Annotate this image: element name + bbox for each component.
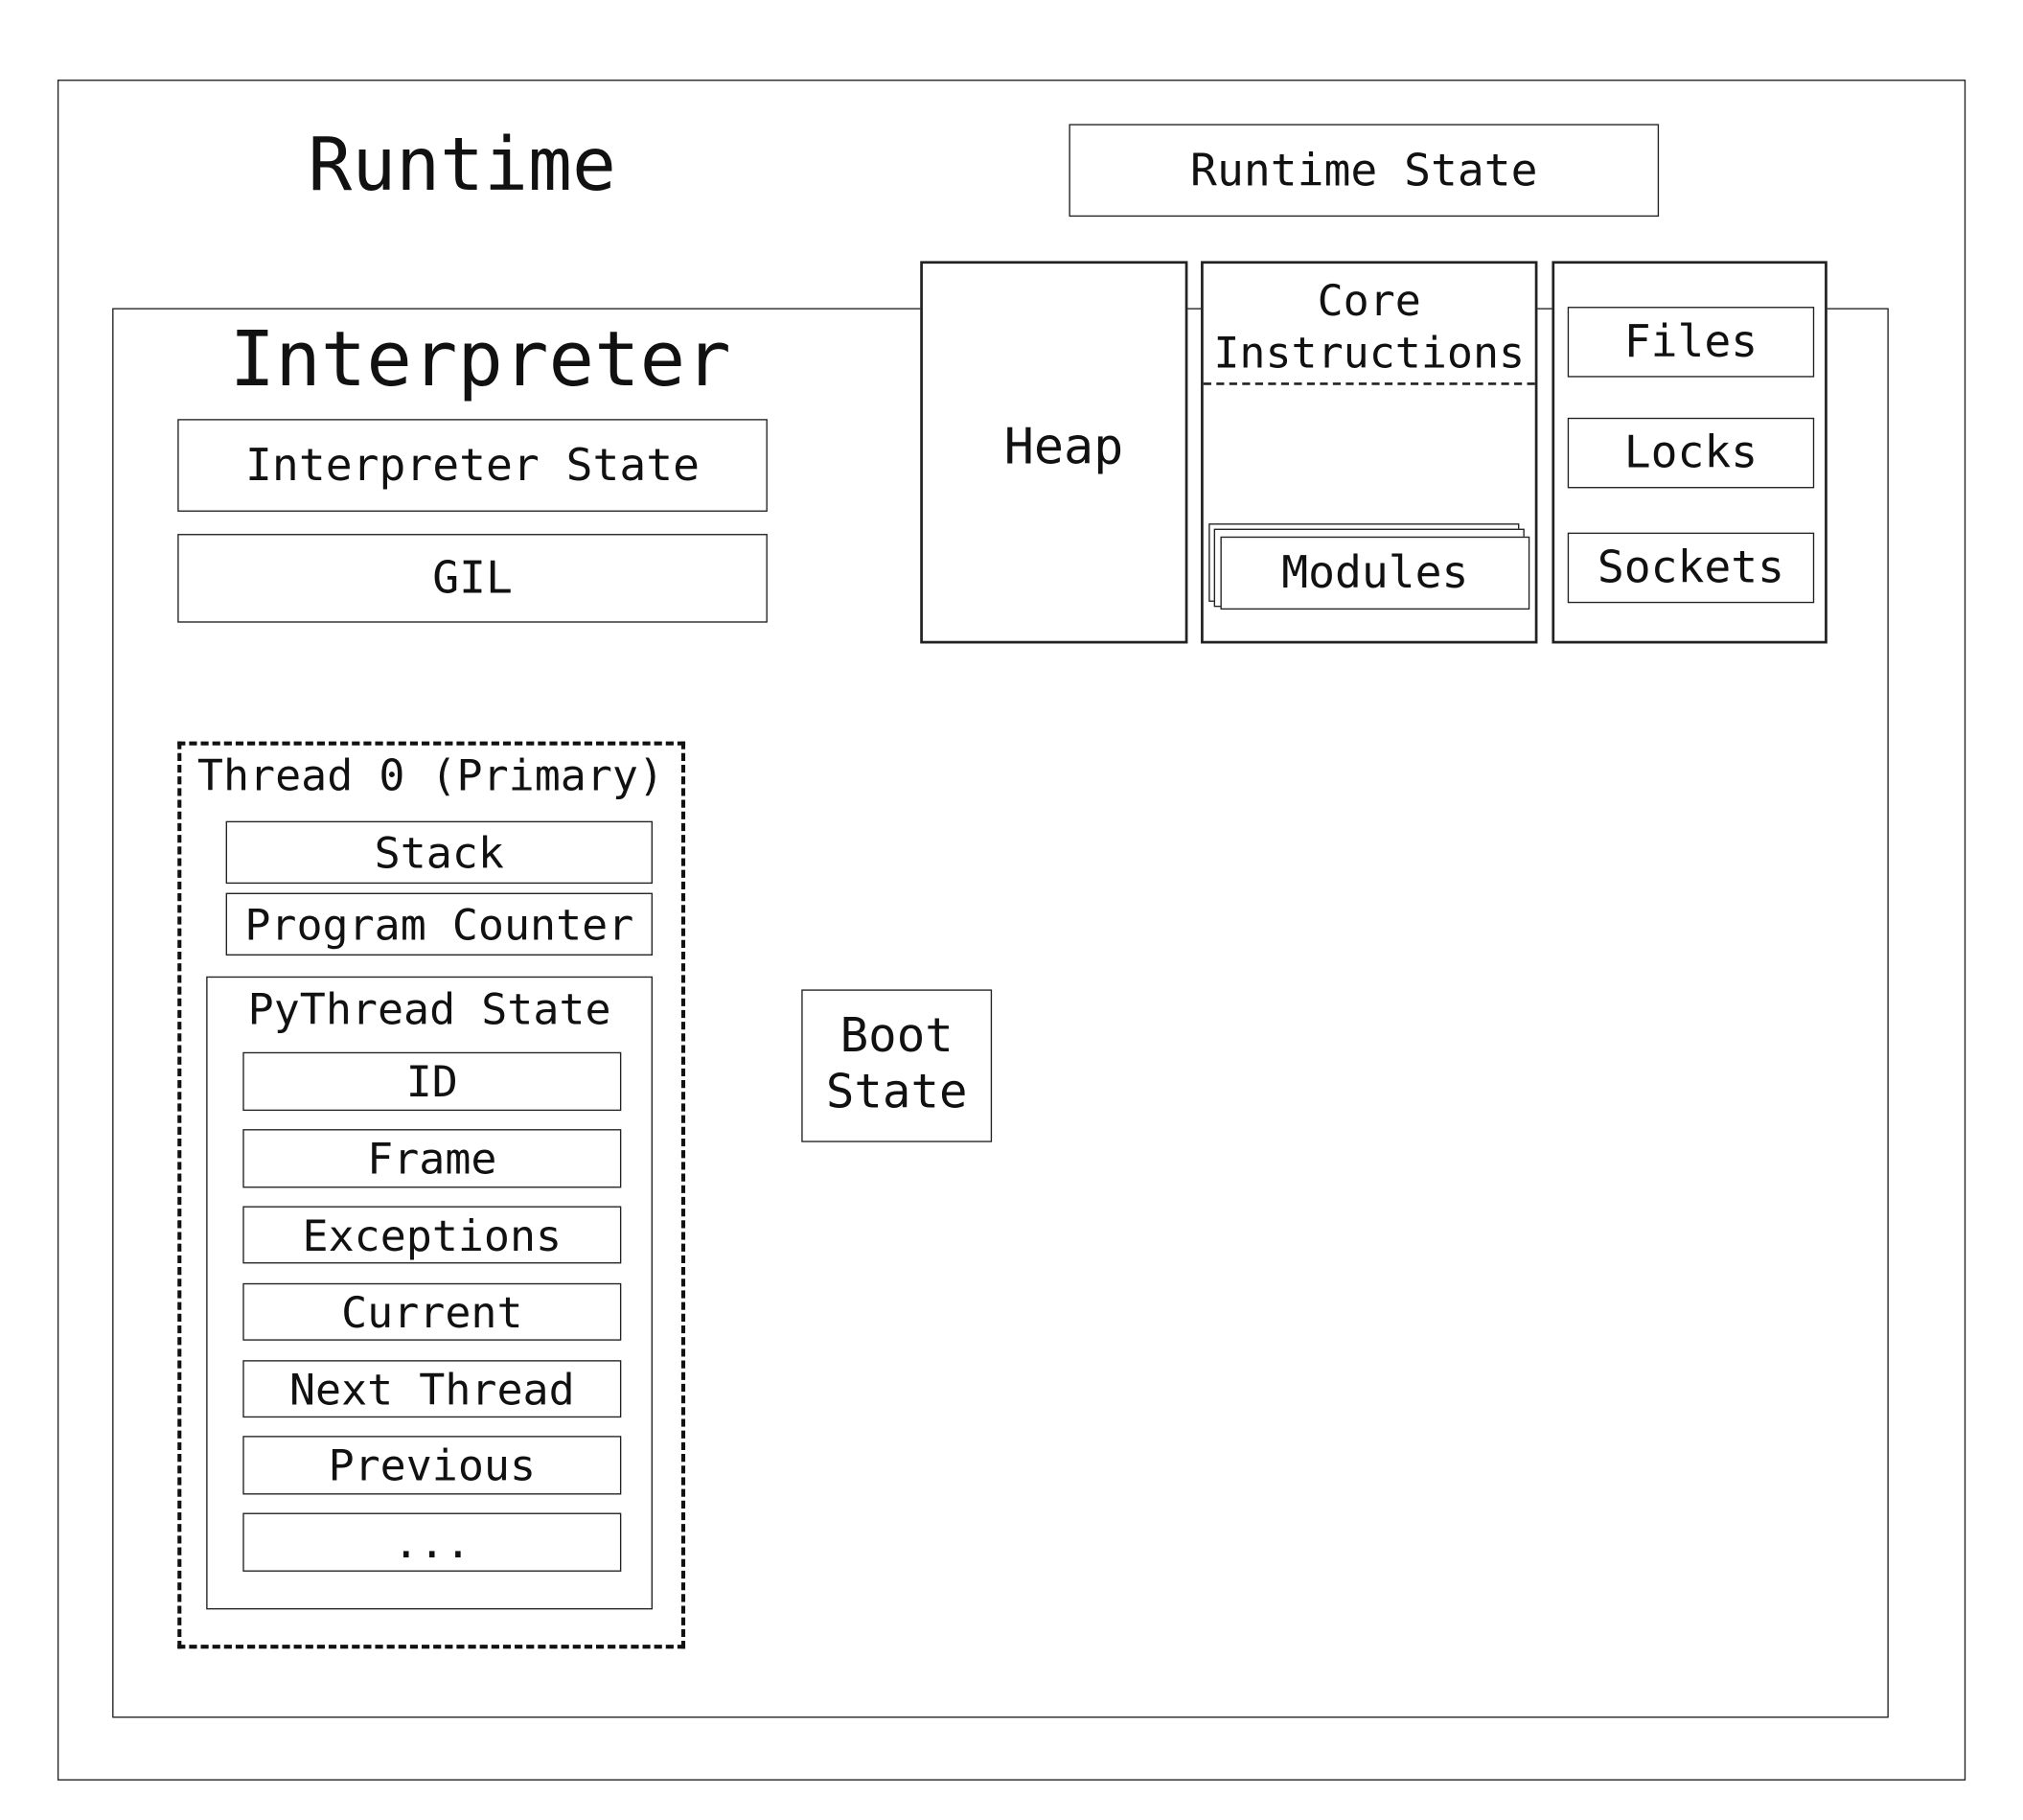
heap-label: Heap: [1003, 417, 1124, 475]
stack-box: Stack: [225, 820, 654, 885]
sockets-box: Sockets: [1567, 532, 1815, 604]
runtime-state-box: Runtime State: [1069, 124, 1660, 218]
field-current: Current: [242, 1282, 622, 1341]
core-label-line2: Instructions: [1213, 327, 1526, 379]
runtime-title: Runtime: [308, 123, 616, 209]
pythread-state-title: PyThread State: [247, 983, 611, 1035]
field-exceptions: Exceptions: [242, 1206, 622, 1264]
boot-state-line2: State: [825, 1066, 968, 1119]
boot-state-line1: Boot: [839, 1009, 954, 1064]
field-id: ID: [242, 1051, 622, 1112]
modules-box: Modules: [1220, 536, 1530, 611]
thread-box: [177, 741, 686, 1649]
field-frame: Frame: [242, 1129, 622, 1188]
field-next-thread: Next Thread: [242, 1360, 622, 1418]
files-box: Files: [1567, 307, 1815, 378]
program-counter-box: Program Counter: [225, 892, 654, 956]
thread-title: Thread 0 (Primary): [196, 749, 665, 801]
field-previous: Previous: [242, 1436, 622, 1495]
locks-box: Locks: [1567, 417, 1815, 489]
heap-box: [920, 261, 1188, 644]
field-ellipsis: ...: [242, 1512, 622, 1572]
gil-box: GIL: [177, 534, 768, 623]
interpreter-state-box: Interpreter State: [177, 419, 768, 512]
core-divider: [1203, 382, 1535, 385]
boot-state-box: [801, 989, 993, 1142]
core-label-line1: Core: [1317, 274, 1421, 326]
interpreter-title: Interpreter: [229, 314, 731, 403]
